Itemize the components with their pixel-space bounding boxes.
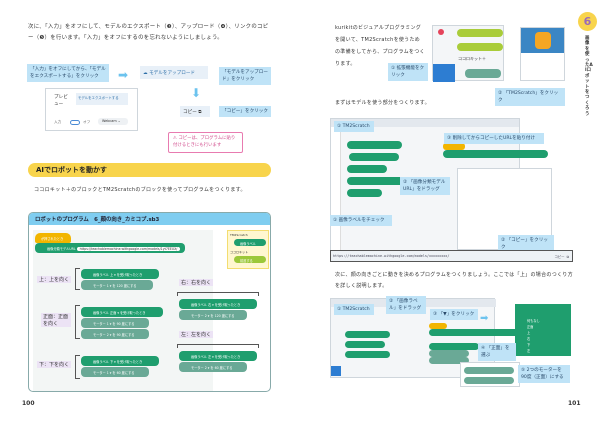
callout-check-label: ① 画像ラベルをチェック xyxy=(330,215,392,226)
legend-kk: ココロキット xyxy=(230,250,249,254)
dropdown-item[interactable]: 左 xyxy=(527,349,531,353)
hat-block[interactable]: が押されたとき xyxy=(35,233,71,243)
url-block[interactable]: 画像分類モデルURL https://teachablemachine.with… xyxy=(35,243,185,253)
toggle-state: オフ xyxy=(83,120,91,124)
record-icon xyxy=(438,29,444,35)
callout-select-front: ④ 「正面」を選ぶ xyxy=(478,343,516,361)
script-block[interactable]: モーター 2 ▾ を 90 度にする xyxy=(81,329,149,339)
extension-panel-screenshot: ココロキット＋ xyxy=(432,25,504,82)
dropdown-item[interactable]: 右 xyxy=(527,337,531,341)
script-block[interactable]: モーター 1 ▾ を 120 度にする xyxy=(81,280,153,290)
callout-tm2scratch-2: ① TM2Scratch xyxy=(334,304,374,315)
source-value: Webcam xyxy=(102,119,117,123)
url-copy-label: コピー xyxy=(554,255,565,259)
tm2scratch-card[interactable] xyxy=(520,27,565,81)
url-bar[interactable]: https://teachablemachine.withgoogle.com/… xyxy=(330,250,573,262)
script-block[interactable]: モーター 1 ▾ を 60 度にする xyxy=(81,367,149,377)
url-block-label: 画像分類モデルURL xyxy=(47,247,76,251)
script-block[interactable]: モーター 2 ▾ を 120 度にする xyxy=(179,310,247,320)
intro-paragraph: 次に、「入力」をオフにして、モデルのエクスポート（❸）、アップロード（❹）、リン… xyxy=(28,24,269,41)
paragraph-2: 次に、顔の向きごとに動きを決めるプログラムをつくりましょう。ここでは「上」の場合… xyxy=(335,272,573,289)
source-select[interactable]: Webcam ⌄ xyxy=(98,118,128,125)
section-text: ココロキット＋のブロックとTM2Scratchのブロックを使ってプログラムをつく… xyxy=(34,187,246,193)
upload-model-button[interactable]: ☁ モデルをアップロード xyxy=(140,66,208,79)
callout-tm2scratch-1: ① TM2Scratch xyxy=(334,121,374,132)
legend-tm: TM2Scratch xyxy=(230,233,248,237)
callout-export: 「入力」をオフにしてから、「モデルをエクスポートする」をクリック xyxy=(27,64,109,82)
right-intro: kurikitのビジュアルプログラミングを開いて、TM2Scratchを使うため… xyxy=(335,25,425,67)
program-title: ロボットのプログラム 6_顔の向き_カミコプ.sb3 xyxy=(29,213,270,225)
script-block[interactable]: 画像ラベル 下 ▾ を受け取ったとき xyxy=(81,356,159,366)
extension-button[interactable] xyxy=(433,64,455,82)
group-label-front: 正面：正面を向く xyxy=(41,313,71,327)
copy-button[interactable]: コピー ⧉ xyxy=(180,106,210,117)
kit-label: ココロキット＋ xyxy=(458,56,486,61)
url-value[interactable]: https://teachablemachine.withgoogle.com/… xyxy=(76,247,181,251)
program-panel: ロボットのプログラム 6_顔の向き_カミコプ.sb3 が押されたとき 画像分類モ… xyxy=(28,212,271,392)
callout-upload: 「モデルをアップロード」をクリック xyxy=(219,67,271,85)
warning-text: コピーは、プログラムに貼り付けるときにも行います xyxy=(173,136,236,148)
page-number-left: 100 xyxy=(22,400,35,407)
arrow-right-icon: ➡ xyxy=(480,313,489,324)
dropdown-item[interactable]: 下 xyxy=(527,343,531,347)
preview-panel: プレビュー モデルをエクスポートする 入力 オフ Webcam ⌄ xyxy=(45,88,138,131)
callout-extension: ① 拡張機能をクリック xyxy=(388,63,428,81)
warning-note: ⚠ コピーは、プログラムに貼り付けるときにも行います xyxy=(168,132,243,153)
callout-paste-url: ③ 削除してからコピーしたURLを貼り付け xyxy=(444,133,544,144)
arrow-down-icon: ⬇ xyxy=(191,86,202,100)
callout-drag-url: ② 「画像分類モデルURL」をドラッグ xyxy=(400,177,450,195)
callout-tm2scratch: ② 「TM2Scratch」をクリック xyxy=(495,88,565,106)
dropdown-item[interactable]: 上 xyxy=(527,331,531,335)
group-label-right: 右：右を向く xyxy=(179,279,214,286)
dropdown-item[interactable]: 正面 xyxy=(527,325,534,329)
group-label-left: 左：左を向く xyxy=(179,331,214,338)
copy-label: コピー xyxy=(183,110,197,115)
chapter-title: 画像を使ったAIロボットをつくろう xyxy=(585,36,593,117)
input-toggle[interactable] xyxy=(70,120,80,125)
preview-title: プレビュー xyxy=(54,95,68,107)
subtext: まずはモデルを使う部分をつくります。 xyxy=(335,100,430,106)
export-model-button[interactable]: モデルをエクスポートする xyxy=(76,93,128,105)
script-block[interactable]: 画像ラベル 右 ▾ を受け取ったとき xyxy=(179,299,257,309)
script-block[interactable]: 画像ラベル 上 ▾ を受け取ったとき xyxy=(81,269,159,279)
warning-icon: ⚠ xyxy=(173,136,177,141)
script-block[interactable]: モーター 1 ▾ を 90 度にする xyxy=(81,318,149,328)
chapter-number-badge: 6 xyxy=(578,12,597,31)
group-label-up: 上：上を向く xyxy=(37,276,72,283)
script-block[interactable]: 画像ラベル 左 ▾ を受け取ったとき xyxy=(179,351,257,361)
callout-click-arrow: ③ 「▼」をクリック xyxy=(430,309,478,320)
label-dropdown-menu[interactable]: 何もなし 正面 上 右 下 左 xyxy=(515,304,571,356)
arrow-right-icon: ➡ xyxy=(118,68,129,82)
script-block[interactable]: モーター 2 ▾ を 60 度にする xyxy=(179,362,247,372)
script-block[interactable]: 画像ラベル 正面 ▾ を受け取ったとき xyxy=(81,307,163,317)
legend-tm-block: 画像ラベル xyxy=(234,239,266,246)
callout-copy-right: ② 「コピー」をクリック xyxy=(498,235,554,253)
motor-blocks-zoom xyxy=(460,362,520,387)
section-heading: AIでロボットを動かす xyxy=(28,163,271,177)
callout-motors: ⑤ 2つのモーターを90度（正面）にする xyxy=(518,365,570,383)
upload-label: モデルをアップロード xyxy=(149,71,196,76)
url-text: https://teachablemachine.withgoogle.com/… xyxy=(333,254,450,258)
block-legend: TM2Scratch 画像ラベル ココロキット 前進する xyxy=(227,230,269,269)
group-label-down: 下：下を向く xyxy=(37,361,72,368)
dropdown-item[interactable]: 何もなし xyxy=(527,319,540,323)
callout-copy: 「コピー」をクリック xyxy=(219,106,271,117)
input-label: 入力 xyxy=(54,120,62,124)
url-copy-button[interactable]: コピー ⧉ xyxy=(554,255,569,259)
callout-drag-label: ② 「画像ラベル」をドラッグ xyxy=(386,296,426,314)
legend-kk-block: 前進する xyxy=(234,256,266,263)
page-number-right: 101 xyxy=(568,400,581,407)
